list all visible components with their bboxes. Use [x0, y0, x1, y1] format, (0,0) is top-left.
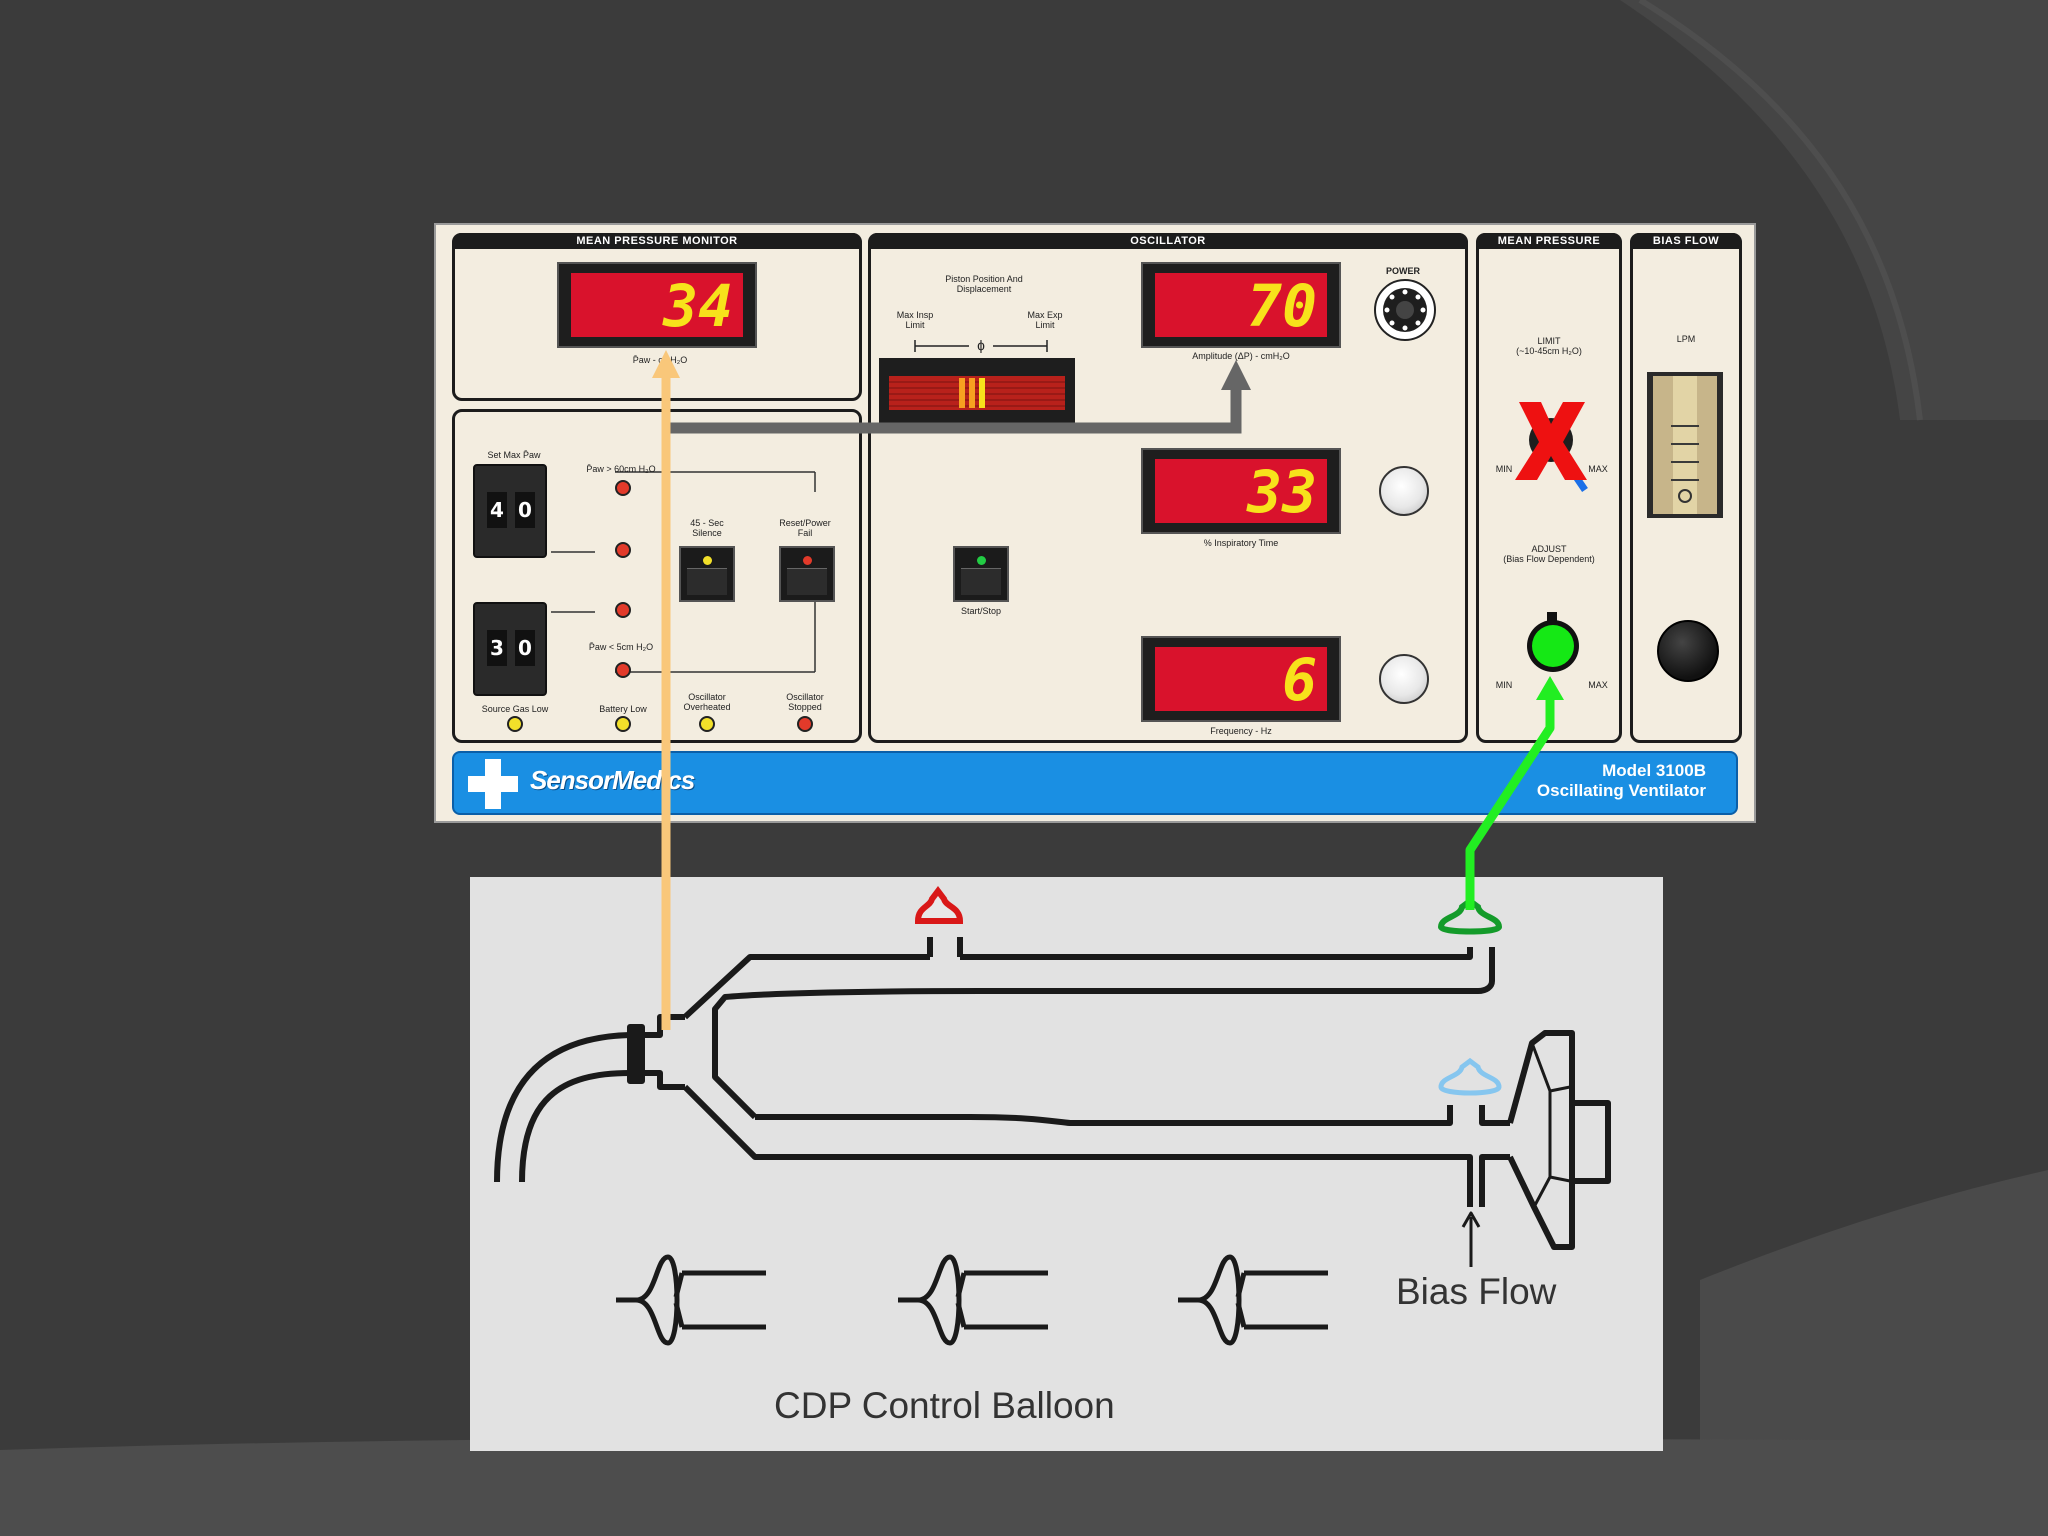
set-max-paw-label: Set Max P̄aw	[487, 450, 541, 460]
battery-low-led	[615, 716, 631, 732]
silence-label: 45 - Sec Silence	[690, 518, 724, 538]
limit-label: LIMIT	[1537, 336, 1561, 346]
mean-pressure-section: MEAN PRESSURE LIMIT (~10-45cm H₂O) MIN M…	[1476, 233, 1622, 743]
bias-flow-section: BIAS FLOW LPM	[1630, 233, 1742, 743]
insp-time-display-value: 33	[1155, 459, 1327, 525]
piston-center-symbol: ɸ	[969, 338, 993, 352]
adjust-max-label: MAX	[1588, 680, 1608, 690]
mean-pressure-monitor-title: MEAN PRESSURE MONITOR	[452, 233, 862, 249]
bias-flow-title: BIAS FLOW	[1630, 233, 1742, 249]
oscillator-overheated-label: Oscillator Overheated	[683, 692, 731, 712]
source-gas-low-led	[507, 716, 523, 732]
start-stop-indicator	[977, 556, 986, 565]
insp-time-knob[interactable]	[1379, 466, 1429, 516]
oscillator-stopped-led	[797, 716, 813, 732]
min-paw-digit-1: 3	[487, 630, 507, 666]
frequency-caption: Frequency - Hz	[1210, 726, 1272, 736]
max-paw-thumbwheel[interactable]: 4 0	[473, 464, 547, 558]
mean-pressure-monitor-section: MEAN PRESSURE MONITOR 34 P̄aw - cmH₂O	[452, 233, 862, 401]
min-paw-thumbwheel[interactable]: 3 0	[473, 602, 547, 696]
piston-position-bar	[879, 358, 1075, 428]
amplitude-caption: Amplitude (ΔP) - cmH₂O	[1192, 351, 1290, 361]
max-paw-led	[615, 542, 631, 558]
frequency-display: 6	[1141, 636, 1341, 722]
brand-name: SensorMedics	[530, 765, 695, 795]
piston-position-label: Piston Position And Displacement	[945, 274, 1023, 294]
low-paw-led	[615, 662, 631, 678]
circuit-drawing	[494, 886, 1611, 1346]
model-description: Oscillating Ventilator	[1536, 781, 1706, 800]
start-stop-label: Start/Stop	[960, 606, 1002, 616]
start-stop-button[interactable]	[953, 546, 1009, 602]
lpm-label: LPM	[1676, 334, 1696, 344]
ventilator-front-panel: MEAN PRESSURE MONITOR 34 P̄aw - cmH₂O Se…	[434, 223, 1756, 823]
cdp-control-balloon-label: CDP Control Balloon	[774, 1385, 1115, 1426]
insp-time-display: 33	[1141, 448, 1341, 534]
mean-pressure-title: MEAN PRESSURE	[1476, 233, 1622, 249]
battery-low-label: Battery Low	[599, 704, 647, 714]
bias-flow-knob[interactable]	[1657, 620, 1719, 682]
adjust-min-label: MIN	[1495, 680, 1513, 690]
sensormedics-cross-logo	[468, 759, 518, 809]
frequency-display-value: 6	[1155, 647, 1327, 713]
amplitude-display: 70	[1141, 262, 1341, 348]
adjust-sub-label: (Bias Flow Dependent)	[1503, 554, 1595, 564]
paw-display-value: 34	[571, 273, 743, 339]
oscillator-stopped-label: Oscillator Stopped	[786, 692, 824, 712]
high-paw-led	[615, 480, 631, 496]
power-label: POWER	[1385, 266, 1420, 276]
reset-button-face	[787, 568, 827, 595]
patient-circuit-diagram: Bias Flow CDP Control Balloon	[470, 877, 1663, 1451]
silence-button-face	[687, 568, 727, 595]
insp-time-caption: % Inspiratory Time	[1203, 538, 1279, 548]
power-knob[interactable]	[1373, 278, 1437, 342]
source-gas-low-label: Source Gas Low	[481, 704, 549, 714]
max-exp-limit-label: Max Exp Limit	[1027, 310, 1063, 330]
min-paw-digit-2: 0	[515, 630, 535, 666]
low-paw-label: P̄aw < 5cm H₂O	[588, 642, 654, 652]
mean-pressure-adjust-knob[interactable]	[1523, 612, 1583, 672]
model-number: Model 3100B	[1602, 761, 1706, 780]
adjust-label: ADJUST	[1531, 544, 1567, 554]
oscillator-section: OSCILLATOR Piston Position And Displacem…	[868, 233, 1468, 743]
high-paw-label: P̄aw > 60cm H₂O	[586, 464, 656, 474]
max-insp-limit-label: Max Insp Limit	[896, 310, 934, 330]
max-paw-digit-2: 0	[515, 492, 535, 528]
reset-label: Reset/Power Fail	[779, 518, 831, 538]
min-paw-led	[615, 602, 631, 618]
oscillator-title: OSCILLATOR	[868, 233, 1468, 249]
limit-range-label: (~10-45cm H₂O)	[1516, 346, 1582, 356]
amplitude-display-value: 70	[1155, 273, 1327, 339]
max-paw-digit-1: 4	[487, 492, 507, 528]
oscillator-overheated-led	[699, 716, 715, 732]
flowmeter-tube	[1647, 372, 1723, 518]
reset-power-fail-button[interactable]	[779, 546, 835, 602]
paw-display: 34	[557, 262, 757, 348]
alarm-section: Set Max P̄aw 4 0 3 0 P̄aw > 60cm H₂O P̄a…	[452, 409, 862, 743]
frequency-knob[interactable]	[1379, 654, 1429, 704]
bias-flow-label: Bias Flow	[1396, 1271, 1557, 1312]
limit-knob-disabled[interactable]	[1509, 394, 1593, 494]
silence-button[interactable]	[679, 546, 735, 602]
reset-indicator	[803, 556, 812, 565]
silence-indicator	[703, 556, 712, 565]
brand-bar: SensorMedics Model 3100B Oscillating Ven…	[452, 751, 1738, 815]
limit-min-label: MIN	[1495, 464, 1513, 474]
start-stop-button-face	[961, 568, 1001, 595]
paw-caption: P̄aw - cmH₂O	[632, 355, 688, 365]
limit-max-label: MAX	[1588, 464, 1608, 474]
